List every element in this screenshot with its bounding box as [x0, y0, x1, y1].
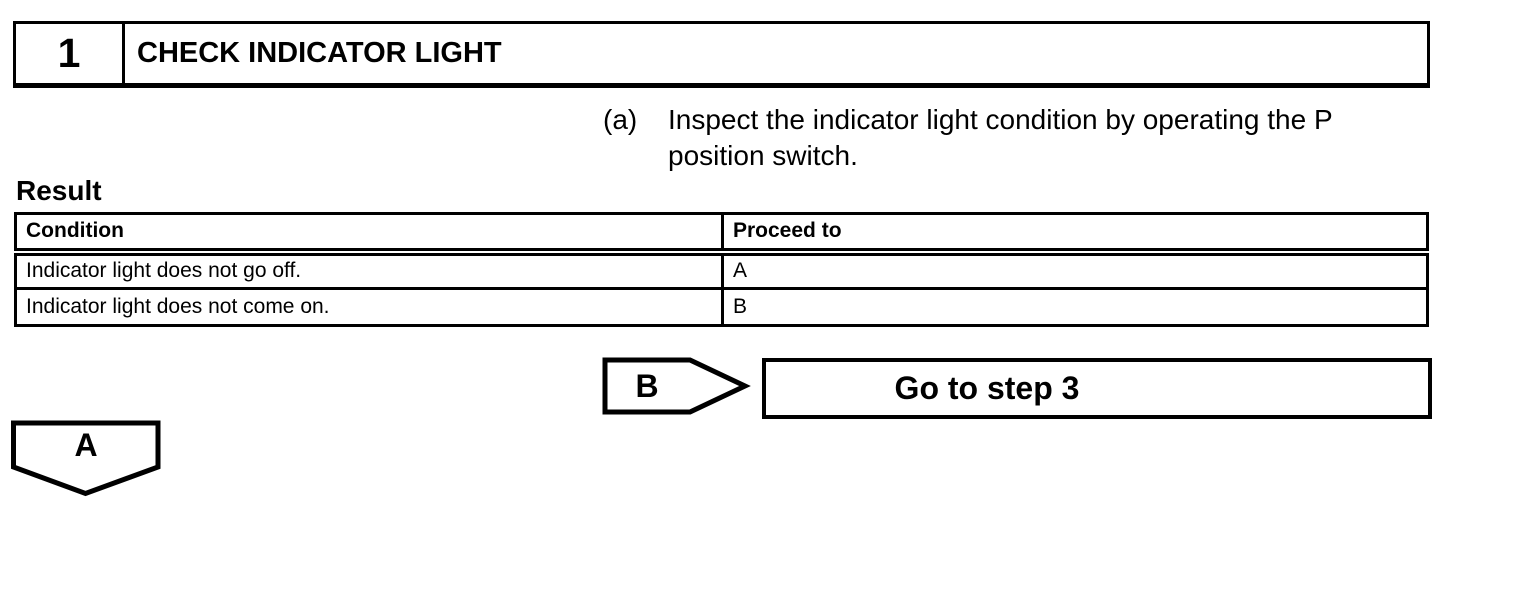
step-header: 1 CHECK INDICATOR LIGHT: [13, 21, 1430, 88]
table-header-row: Condition Proceed to: [14, 212, 1429, 256]
column-header-proceed-to: Proceed to: [721, 212, 1429, 256]
branch-a-label: A: [74, 426, 98, 463]
instruction-marker: (a): [603, 104, 638, 135]
column-header-condition: Condition: [14, 212, 724, 256]
proceed-to-cell: B: [721, 287, 1429, 327]
step-title: CHECK INDICATOR LIGHT: [137, 37, 502, 69]
step-number: 1: [16, 24, 125, 83]
result-heading: Result: [16, 175, 102, 206]
arrow-right-shape: [602, 357, 751, 415]
instruction-block: (a) Inspect the indicator light conditio…: [603, 102, 1373, 174]
table-row: Indicator light does not come on. B: [14, 287, 1429, 327]
result-table: Condition Proceed to Indicator light doe…: [14, 212, 1429, 327]
action-box: Go to step 3: [762, 358, 1432, 419]
instruction-text: Inspect the indicator light condition by…: [668, 104, 1333, 171]
action-label: Go to step 3: [894, 370, 1080, 406]
branch-a-marker: [11, 420, 161, 497]
proceed-to-cell: A: [721, 250, 1429, 290]
condition-cell: Indicator light does not come on.: [14, 287, 724, 327]
table-row: Indicator light does not go off. A: [14, 250, 1429, 290]
pentagon-down-shape: [11, 420, 161, 497]
condition-cell: Indicator light does not go off.: [14, 250, 724, 290]
branch-b-arrow: [602, 357, 751, 415]
branch-b-label: B: [635, 367, 659, 404]
